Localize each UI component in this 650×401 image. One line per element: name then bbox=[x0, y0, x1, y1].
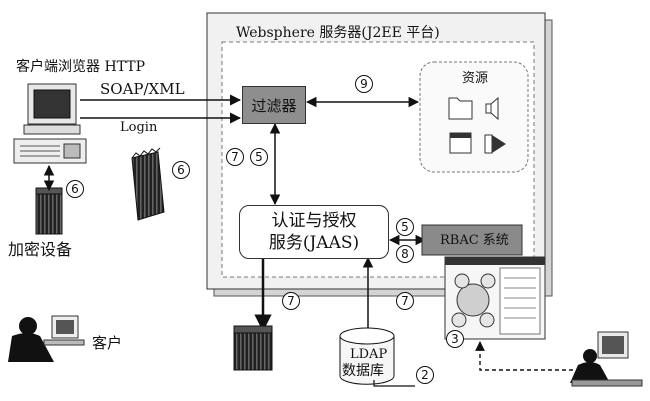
step-2: 2 bbox=[416, 366, 434, 384]
step-5-rbac: 5 bbox=[396, 218, 414, 236]
step-9: 9 bbox=[355, 75, 373, 93]
auth-label-line1: 认证与授权 bbox=[272, 210, 357, 232]
step-6-encrypt: 6 bbox=[66, 180, 84, 198]
server-cluster-icon bbox=[234, 326, 272, 370]
client-label: 客户 bbox=[92, 336, 122, 351]
browser-label: 客户端浏览器 HTTP bbox=[16, 60, 145, 74]
protocol-label: SOAP/XML bbox=[100, 82, 185, 97]
client-person-icon bbox=[8, 316, 84, 362]
filter-box[interactable]: 过滤器 bbox=[242, 86, 306, 124]
login-label: Login bbox=[120, 121, 157, 134]
encryption-device-icon bbox=[36, 188, 62, 234]
security-token-icon bbox=[132, 148, 164, 220]
step-8-rbac: 8 bbox=[396, 245, 414, 263]
step-7-filter: 7 bbox=[226, 148, 244, 166]
resources-title: 资源 bbox=[462, 72, 488, 85]
window-icon bbox=[450, 133, 471, 153]
step-3: 3 bbox=[446, 330, 464, 348]
admin-workstation-icon bbox=[570, 332, 642, 386]
rbac-console-icon bbox=[445, 257, 545, 339]
filter-label: 过滤器 bbox=[251, 95, 296, 116]
browser-computer-icon bbox=[14, 84, 86, 163]
rbac-label: RBAC 系统 bbox=[440, 234, 509, 247]
step-7-cluster: 7 bbox=[282, 292, 300, 310]
ldap-label-line2: 数据库 bbox=[342, 364, 384, 378]
folder-icon bbox=[449, 98, 472, 119]
step-5-filter: 5 bbox=[250, 148, 268, 166]
step-7-ldap: 7 bbox=[396, 292, 414, 310]
server-title: Websphere 服务器(J2EE 平台) bbox=[236, 26, 440, 40]
encrypt-label: 加密设备 bbox=[8, 242, 72, 258]
ldap-label-line1: LDAP bbox=[350, 348, 387, 361]
step-6-token: 6 bbox=[172, 161, 190, 179]
auth-label-line2: 服务(JAAS) bbox=[269, 232, 359, 254]
auth-service-box[interactable]: 认证与授权 服务(JAAS) bbox=[239, 205, 389, 259]
